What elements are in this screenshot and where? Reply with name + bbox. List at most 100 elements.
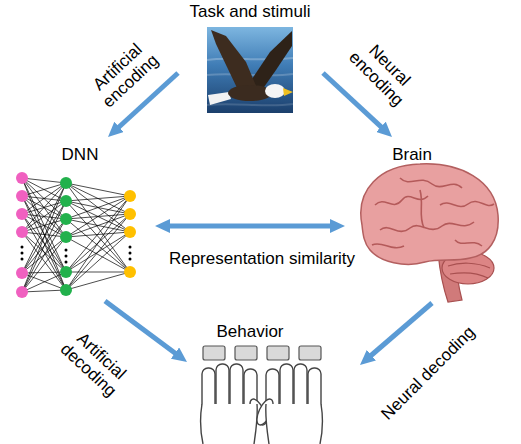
gyrus xyxy=(440,201,494,206)
ellipsis-dots xyxy=(21,246,132,264)
flow-arrow xyxy=(370,303,432,357)
left-hand xyxy=(201,364,270,444)
input-neuron xyxy=(16,172,28,184)
output-layer xyxy=(124,190,136,278)
arrow-label: Artificial decoding xyxy=(53,322,137,404)
arrow-label: Neural decoding xyxy=(372,317,484,429)
panel-heading: Brain xyxy=(312,145,512,165)
finger xyxy=(280,364,293,410)
ellipsis-dot xyxy=(21,252,24,255)
eagle-beak xyxy=(283,88,293,96)
input-layer xyxy=(16,172,28,298)
right-hand xyxy=(254,364,323,444)
response-key xyxy=(299,346,321,360)
network-connection xyxy=(22,201,66,292)
panel-heading: Behavior xyxy=(150,322,350,342)
output-neuron xyxy=(124,190,136,202)
hands-illustration xyxy=(201,346,323,444)
network-connection xyxy=(66,196,130,237)
network-connection xyxy=(22,178,66,272)
stimulus-panel: Task and stimuli xyxy=(178,0,323,115)
network-connection xyxy=(22,232,66,237)
gyrus xyxy=(400,178,462,188)
network-connections xyxy=(22,178,130,292)
network-connection xyxy=(22,237,66,292)
eagle-body xyxy=(228,85,272,101)
output-neuron xyxy=(124,226,136,238)
finger xyxy=(202,368,215,410)
hidden-neuron xyxy=(60,195,72,207)
cerebellum-fold xyxy=(450,273,488,278)
ellipsis-dot xyxy=(65,249,68,252)
network-connection xyxy=(22,183,66,196)
eagle-back-wing xyxy=(250,31,292,90)
palm-outline xyxy=(266,404,323,444)
response-keys xyxy=(203,346,321,360)
output-neuron xyxy=(124,208,136,220)
network-connection xyxy=(66,183,130,196)
brain-gyri xyxy=(372,178,494,248)
eagle-photo xyxy=(207,27,293,113)
ellipsis-dot xyxy=(65,261,68,264)
network-connection xyxy=(22,290,66,292)
output-neuron xyxy=(124,266,136,278)
palm xyxy=(266,404,323,444)
network-connection xyxy=(22,272,66,292)
network-connection xyxy=(66,272,130,290)
ellipsis-dot xyxy=(129,258,132,261)
network-connection xyxy=(22,178,66,290)
network-connection xyxy=(22,196,66,237)
ellipsis-dot xyxy=(129,246,132,249)
panel-heading: Task and stimuli xyxy=(150,2,350,22)
brain-illustration xyxy=(361,164,498,302)
flow-arrow xyxy=(105,301,177,354)
finger xyxy=(294,364,307,410)
finger xyxy=(308,368,321,410)
panel-heading: DNN xyxy=(0,145,180,165)
arrow-label: Neural encoding xyxy=(341,30,424,113)
input-neuron xyxy=(16,226,28,238)
gyrus xyxy=(455,240,482,246)
cerebrum xyxy=(361,164,498,265)
response-key xyxy=(267,346,289,360)
palm xyxy=(201,404,258,444)
network-connection xyxy=(22,272,66,273)
network-connection xyxy=(22,183,66,273)
network-connection xyxy=(66,214,130,290)
dnn-panel: DNN xyxy=(5,137,155,301)
photo-background xyxy=(207,27,293,113)
network-connection xyxy=(66,219,130,272)
ellipsis-dot xyxy=(65,255,68,258)
gyrus xyxy=(380,222,474,231)
network-connection xyxy=(22,219,66,292)
ellipsis-dot xyxy=(21,258,24,261)
network-connection xyxy=(66,232,130,290)
input-neuron xyxy=(16,267,28,279)
behavior-panel: Behavior xyxy=(187,312,360,442)
network-connection xyxy=(66,183,130,272)
water-wave xyxy=(207,104,293,105)
input-neuron xyxy=(16,208,28,220)
input-neuron xyxy=(16,190,28,202)
hidden-neuron xyxy=(60,231,72,243)
network-connection xyxy=(22,183,66,232)
network-connection xyxy=(22,178,66,201)
network-connection xyxy=(22,178,66,183)
response-key xyxy=(203,346,225,360)
network-connection xyxy=(22,183,66,292)
gyrus xyxy=(375,196,428,205)
arrow-label: Artificial encoding xyxy=(82,33,166,115)
response-key xyxy=(235,346,257,360)
hidden-layer xyxy=(60,177,72,296)
ellipsis-dot xyxy=(21,246,24,249)
input-neuron xyxy=(16,286,28,298)
sulcus xyxy=(420,190,424,228)
arrow-label: Representation similarity xyxy=(147,249,377,268)
brain-panel: Brain xyxy=(345,137,510,303)
hidden-neuron xyxy=(60,284,72,296)
hidden-neuron xyxy=(60,177,72,189)
network-connection xyxy=(22,214,66,272)
eagle-front-wing xyxy=(211,30,257,90)
